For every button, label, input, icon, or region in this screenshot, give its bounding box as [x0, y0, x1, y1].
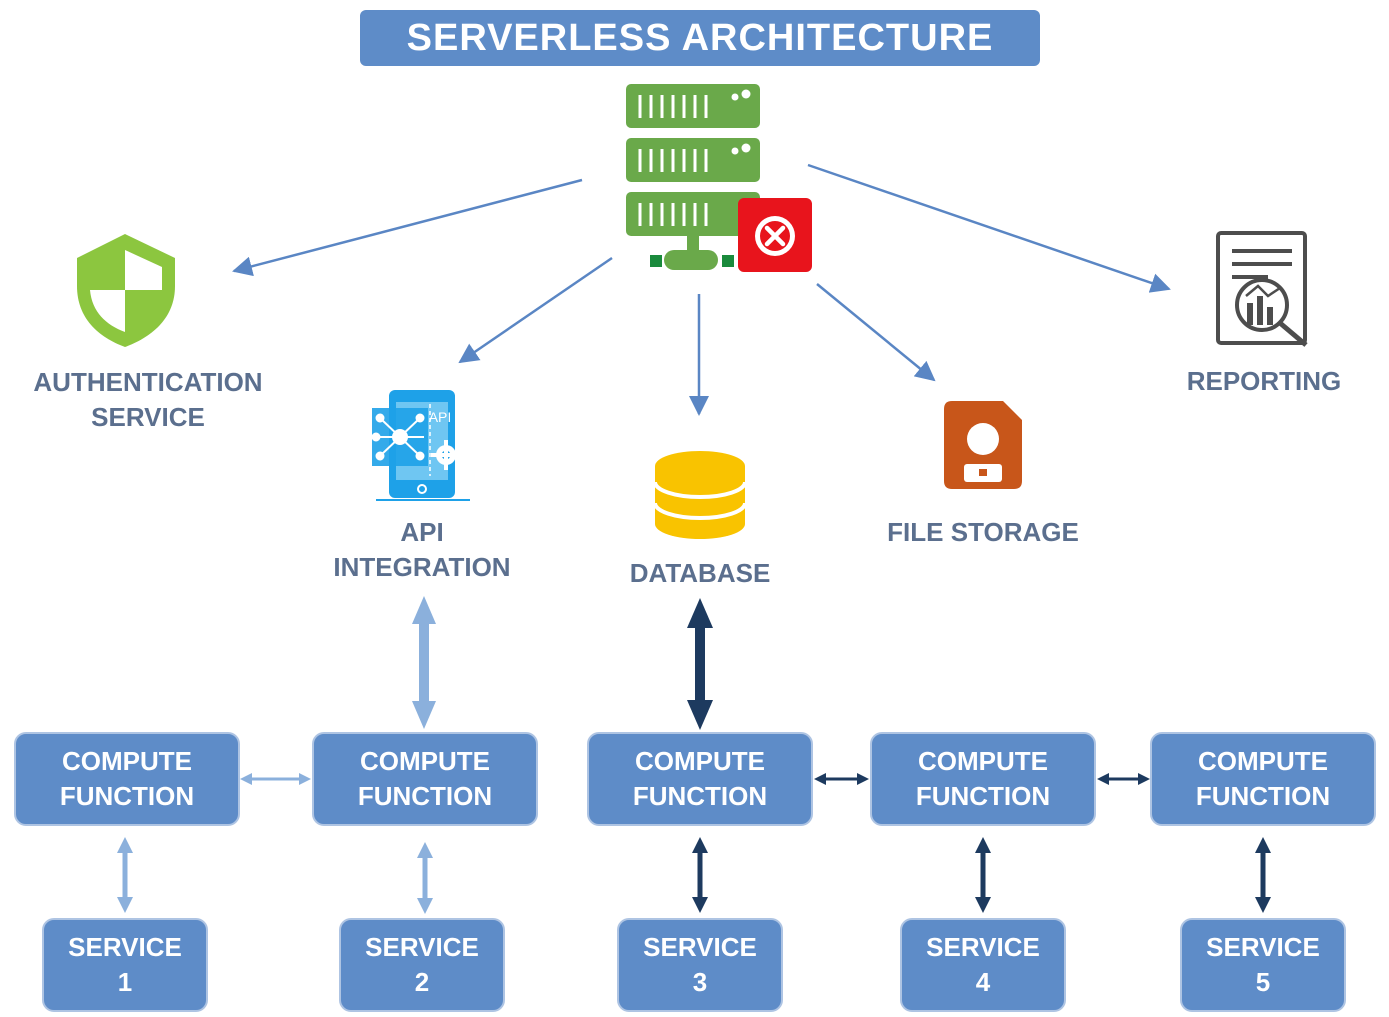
error-x-icon: [738, 198, 812, 272]
service-1: SERVICE 1: [42, 918, 208, 1012]
compute-function-1-line2: FUNCTION: [59, 781, 195, 811]
api-label-line1: API: [400, 517, 444, 547]
arrow-database-compute: [687, 598, 713, 730]
arrow-compute4-service4: [975, 837, 991, 913]
service-2-line1: SERVICE: [365, 932, 479, 962]
service-2: SERVICE 2: [339, 918, 505, 1012]
server-connector-arrows: [232, 163, 1171, 416]
database-icon: [653, 451, 747, 539]
arrow-to-file-storage: [816, 283, 936, 382]
arrow-compute3-service3: [692, 837, 708, 913]
reporting-label: REPORTING: [1186, 366, 1342, 396]
service-3-line2: 3: [692, 967, 708, 997]
api-label-line2: INTEGRATION: [333, 552, 511, 582]
compute-function-4-line2: FUNCTION: [915, 781, 1051, 811]
service-1-line2: 1: [117, 967, 133, 997]
compute-function-2-line1: COMPUTE: [360, 746, 490, 776]
compute-function-3-line1: COMPUTE: [635, 746, 765, 776]
auth-service-label: AUTHENTICATION SERVICE: [0, 365, 296, 435]
compute-function-4: COMPUTE FUNCTION: [870, 732, 1096, 826]
mobile-api-icon: API: [371, 390, 470, 501]
page-title: SERVERLESS ARCHITECTURE: [360, 10, 1040, 66]
api-icon-text: API: [429, 409, 452, 425]
shield-icon: [77, 234, 175, 347]
compute-function-3-line2: FUNCTION: [632, 781, 768, 811]
service-5-line2: 5: [1255, 967, 1271, 997]
arrow-api-compute: [412, 596, 436, 729]
compute-function-1: COMPUTE FUNCTION: [14, 732, 240, 826]
compute-function-5-line1: COMPUTE: [1198, 746, 1328, 776]
auth-label-line1: AUTHENTICATION: [33, 367, 263, 397]
arrow-to-reporting: [807, 163, 1171, 293]
server-icon: [626, 84, 760, 270]
arrow-compute1-service1: [117, 837, 133, 913]
database-label: DATABASE: [629, 558, 771, 588]
arrow-compute3-compute4: [814, 773, 869, 785]
arrow-to-auth: [232, 178, 583, 277]
arrow-compute2-service2: [417, 842, 433, 914]
compute-function-2-line2: FUNCTION: [357, 781, 493, 811]
compute-function-4-line1: COMPUTE: [918, 746, 1048, 776]
compute-function-3: COMPUTE FUNCTION: [587, 732, 813, 826]
arrow-to-api: [458, 256, 613, 364]
arrow-compute4-compute5: [1097, 773, 1150, 785]
compute-function-1-line1: COMPUTE: [62, 746, 192, 776]
service-5-line1: SERVICE: [1206, 932, 1320, 962]
service-5: SERVICE 5: [1180, 918, 1346, 1012]
service-4-line2: 4: [975, 967, 991, 997]
compute-function-5-line2: FUNCTION: [1195, 781, 1331, 811]
floppy-disk-icon: [944, 401, 1022, 489]
service-4: SERVICE 4: [900, 918, 1066, 1012]
service-3-line1: SERVICE: [643, 932, 757, 962]
service-1-line1: SERVICE: [68, 932, 182, 962]
compute-function-5: COMPUTE FUNCTION: [1150, 732, 1376, 826]
service-3: SERVICE 3: [617, 918, 783, 1012]
compute-function-2: COMPUTE FUNCTION: [312, 732, 538, 826]
arrow-compute1-compute2: [240, 773, 311, 785]
api-integration-label: API INTEGRATION: [322, 515, 522, 585]
arrow-compute5-service5: [1255, 837, 1271, 913]
auth-label-line2: SERVICE: [91, 402, 205, 432]
service-2-line2: 2: [414, 967, 430, 997]
file-storage-label: FILE STORAGE: [887, 517, 1079, 547]
report-icon: [1216, 231, 1308, 347]
service-4-line1: SERVICE: [926, 932, 1040, 962]
